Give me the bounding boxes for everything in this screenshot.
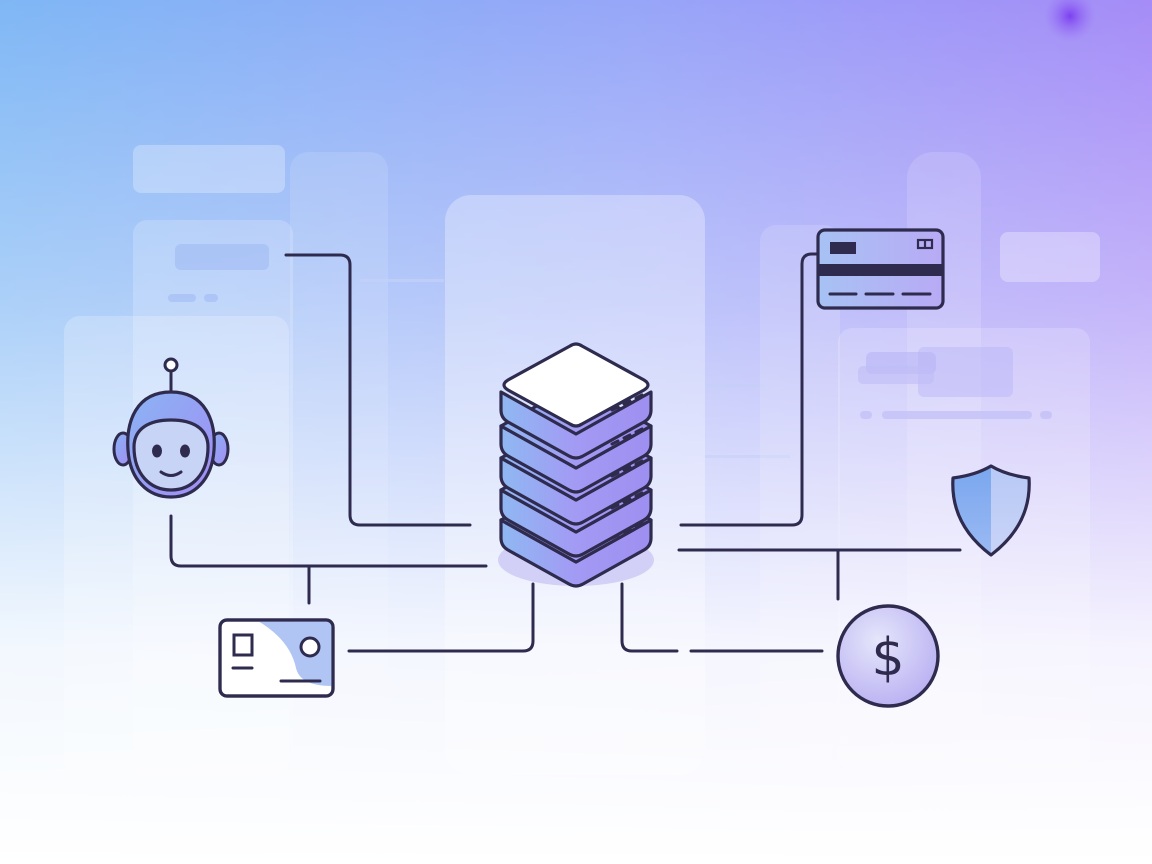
robot-icon [112,357,230,499]
dollar-coin-icon: $ [836,604,940,708]
bg-panel [858,366,934,384]
server-stack-icon [498,342,654,588]
dollar-symbol: $ [871,628,904,688]
bg-panel [64,316,289,776]
bg-panel-line [204,294,218,302]
connector-robot-to-server [169,514,488,568]
id-card-icon [218,618,335,698]
bg-panel-line [360,279,444,282]
connector-panel-to-server [284,253,472,527]
server-top [499,342,653,460]
credit-card-icon [816,228,945,310]
connector-server-to-creditcard [679,252,819,527]
bg-panel-line [882,411,1032,419]
bg-panel [760,225,840,780]
bg-panel-line [705,384,765,387]
connectors [169,252,962,653]
decorative-dot [1044,0,1096,42]
bg-panel [175,244,269,270]
bg-panel [133,145,285,193]
bg-panel [290,152,388,752]
connector-server-to-coin-a [620,582,679,653]
bg-panel-line [860,411,872,419]
bg-panel-line [1040,411,1052,419]
bg-panel [918,347,1013,397]
background-panels [64,145,1100,780]
bg-panel-line [168,294,196,302]
connector-server-to-idcard [347,582,535,653]
bg-panel [1000,232,1100,282]
shield-icon [951,464,1031,557]
bg-panel-line [705,455,790,458]
